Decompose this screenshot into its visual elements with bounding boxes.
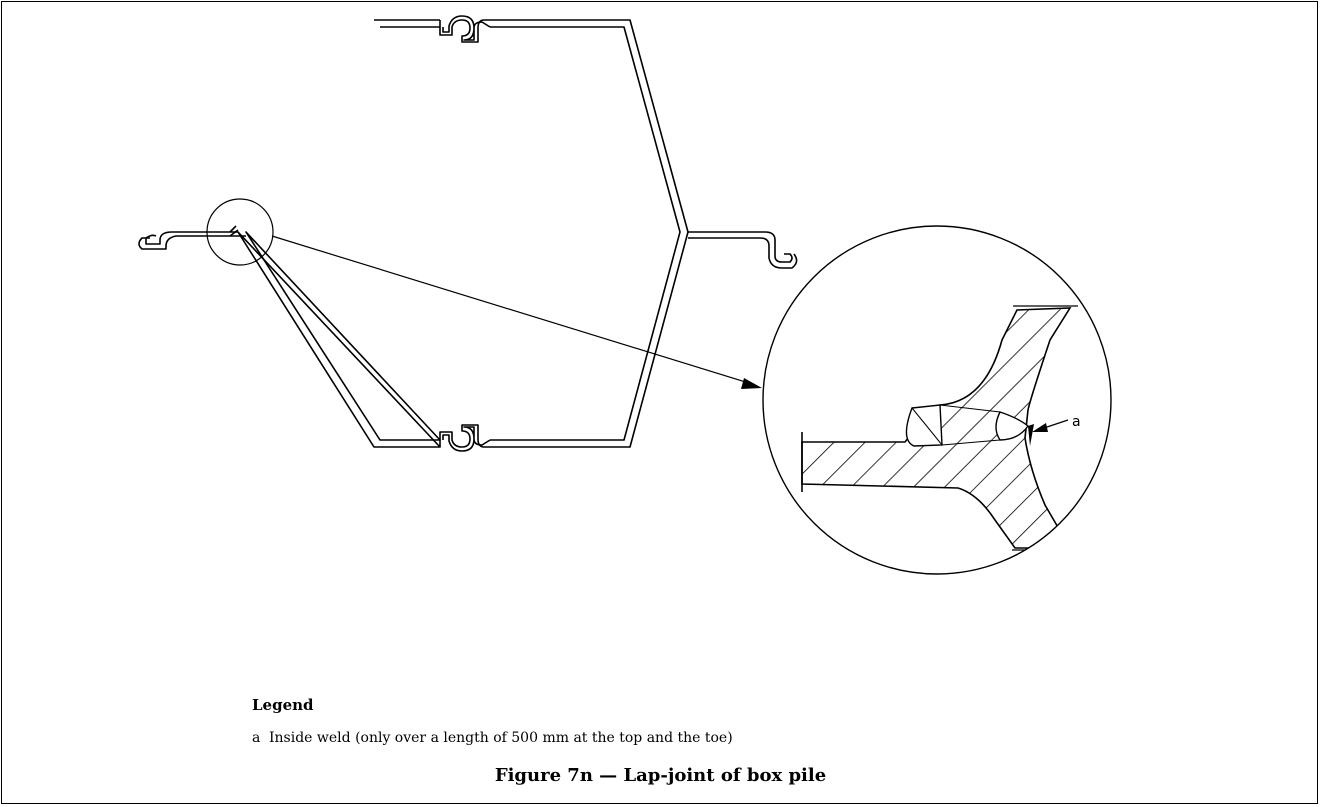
legend-item-text: Inside weld (only over a length of 500 m… bbox=[269, 730, 733, 746]
pile-inner-wall bbox=[245, 26, 681, 441]
right-arm bbox=[688, 231, 793, 263]
detail-circle bbox=[762, 225, 1112, 575]
pile-outer-wall bbox=[237, 19, 689, 448]
box-pile-section bbox=[138, 15, 798, 452]
enlarged-detail: a bbox=[762, 225, 1112, 575]
bottom-interlock bbox=[439, 424, 490, 448]
legend-item-key: a bbox=[252, 730, 261, 746]
detail-leader bbox=[271, 235, 762, 389]
top-interlock bbox=[439, 19, 490, 43]
detail-label-a: a bbox=[1072, 414, 1081, 430]
figure-caption: Figure 7n — Lap-joint of box pile bbox=[494, 765, 827, 786]
legend-item: a Inside weld (only over a length of 500 … bbox=[252, 730, 733, 746]
inside-weld bbox=[995, 411, 1029, 441]
detail-marker-circle bbox=[206, 198, 274, 266]
left-arm bbox=[145, 231, 238, 245]
top-weld bbox=[905, 404, 943, 447]
legend-title: Legend bbox=[252, 696, 314, 714]
